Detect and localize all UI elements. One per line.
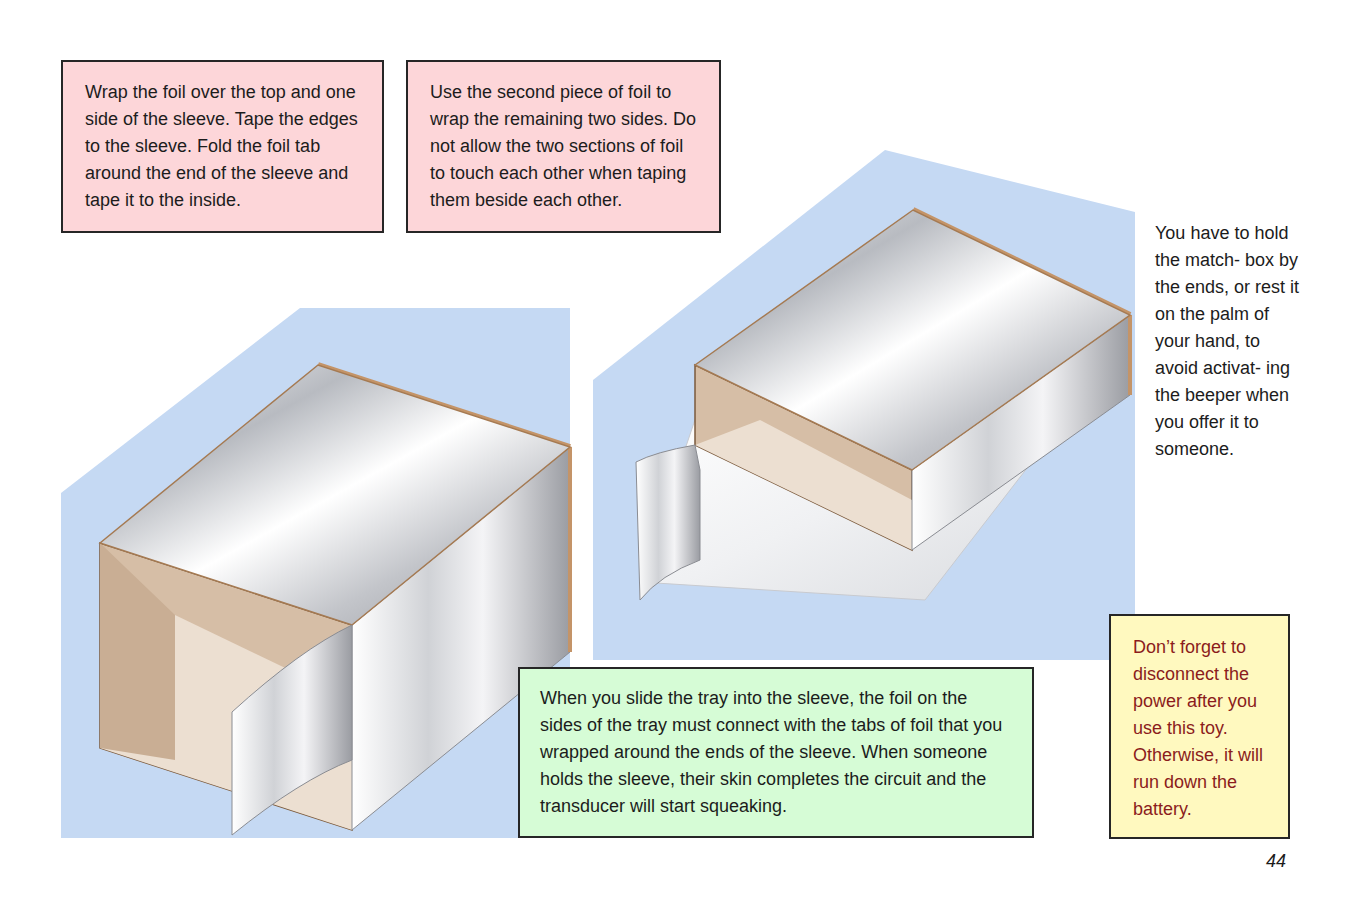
blue-ground	[61, 308, 570, 838]
body-text: Use the second piece of foil to wrap the…	[430, 79, 697, 214]
body-text: Don’t forget to disconnect the power aft…	[1133, 634, 1268, 823]
explanation-box: When you slide the tray into the sleeve,…	[518, 667, 1034, 838]
instruction-box: Use the second piece of foil to wrap the…	[406, 60, 721, 233]
side-note: You have to hold the match- box by the e…	[1155, 220, 1303, 463]
warning-box: Don’t forget to disconnect the power aft…	[1109, 614, 1290, 839]
body-text: Wrap the foil over the top and one side …	[85, 79, 360, 214]
page-number: 44	[1266, 848, 1306, 875]
instruction-box: Wrap the foil over the top and one side …	[61, 60, 384, 233]
sleeve-left	[100, 365, 570, 835]
sleeve-right	[636, 210, 1130, 600]
body-text: When you slide the tray into the sleeve,…	[540, 685, 1012, 820]
